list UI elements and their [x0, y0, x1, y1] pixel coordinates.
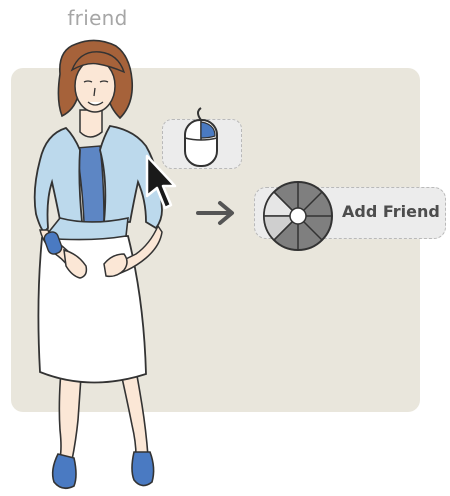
jacket-left	[35, 128, 82, 232]
add-friend-label: Add Friend	[342, 202, 440, 221]
mouse-left-click-icon	[181, 106, 221, 170]
shoes	[53, 452, 154, 488]
neck	[80, 110, 102, 137]
radial-menu-icon	[262, 180, 334, 252]
right-arrow-icon	[196, 200, 238, 226]
cursor-arrow-icon	[143, 152, 179, 214]
